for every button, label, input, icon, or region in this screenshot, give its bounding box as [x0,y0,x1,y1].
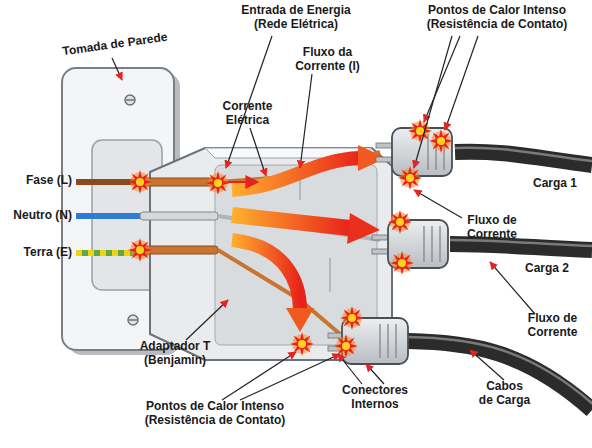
plug-grip [439,226,441,262]
leader-line [366,364,384,384]
callout-label: Terra (E) [0,246,72,260]
leader-line [414,36,452,168]
plug-grip [431,226,433,262]
screw [125,95,135,105]
neutral-pin [140,212,218,220]
callout-label: Corrente Elétrica [205,100,290,128]
load-cable [408,341,592,410]
callout-label: Carga 2 [512,262,582,276]
plug-grip [395,324,397,358]
cable-highlight [455,148,592,161]
adapter-rib [329,258,331,292]
leader-line [112,58,122,80]
screw-slot [126,99,134,101]
leader-line [250,128,266,176]
current-arrow-head [286,308,314,332]
plug-grip [427,134,429,170]
heat-point [408,119,432,143]
leader-line [222,352,296,400]
heat-point [128,170,152,194]
heat-point [398,166,422,190]
leader-line [186,300,228,340]
leader-line [424,36,460,122]
heat-point [290,332,314,356]
plug-grip [387,324,389,358]
screw [128,315,138,325]
callout-label: Tomada de Parede [50,29,181,61]
callout-label: Fluxo da Corrente (I) [285,46,370,74]
current-arrow [232,215,350,228]
callout-label: Fase (L) [0,174,72,188]
callout-label: Carga 1 [520,177,590,191]
heat-point [340,306,364,330]
callout-label: Pontos de Calor Intenso (Resistência de … [125,400,305,428]
neutral-wire [76,213,150,219]
heat-point [390,251,414,275]
heat-point [388,210,412,234]
plug-grip [379,324,381,358]
leader-line [470,350,504,380]
current-arrow [232,158,360,190]
heat-point [206,171,230,195]
callout-label: Fluxo de Corrente [452,214,532,242]
callout-label: Entrada de Energia (Rede Elétrica) [226,4,366,32]
cable-highlight [450,240,592,246]
screw-slot [129,319,137,321]
heat-point [429,129,453,153]
leader-line [414,190,462,218]
callout-label: Neutro (N) [0,209,72,223]
callout-label: Pontos de Calor Intenso (Resistência de … [408,4,586,32]
callout-label: Cabos de Carga [478,380,531,408]
current-arrow [232,240,300,310]
leader-line [338,354,362,384]
plug-grip [423,226,425,262]
leader-line [445,36,478,130]
callout-label: Conectores Internos [330,384,420,412]
leader-line [300,74,312,168]
leader-line [240,354,340,400]
callout-label: Adaptador T (Benjamin) [125,340,225,368]
heat-point [128,238,152,262]
callout-label: Fluxo de Corrente [515,312,590,340]
